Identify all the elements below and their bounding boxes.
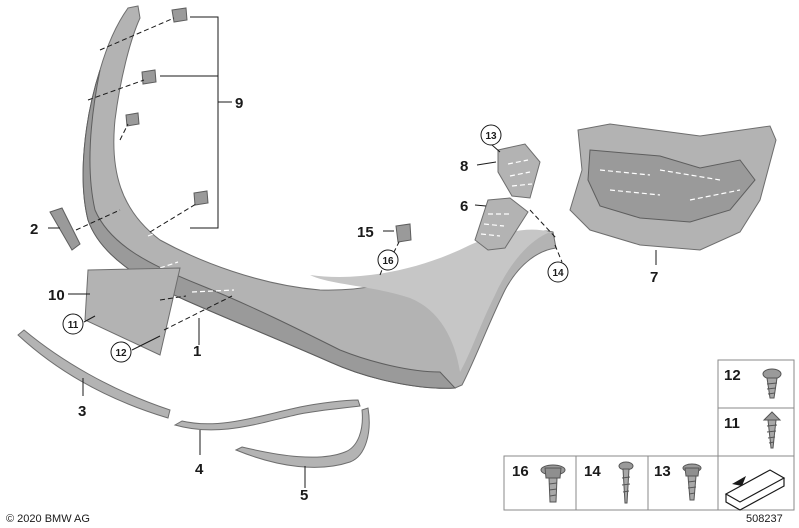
carrier-bracket [569, 123, 777, 251]
callout-12: 12 [115, 348, 127, 359]
diagram-id: 508237 [746, 513, 783, 525]
callout-16: 16 [382, 256, 394, 267]
trim-strip-left [17, 329, 171, 419]
callout-3: 3 [78, 403, 86, 420]
clip-top [171, 7, 188, 23]
screw-16-icon [540, 464, 566, 503]
clip-mid [125, 112, 140, 127]
callout-14: 14 [552, 268, 564, 279]
table-cell-14 [575, 455, 649, 511]
callout-10: 10 [48, 287, 65, 304]
callout-13-circle: 13 [480, 124, 502, 146]
mounting-clips [87, 7, 209, 233]
screw-14-icon [618, 461, 634, 504]
trim-strip-corner [234, 407, 370, 468]
callout-4: 4 [195, 461, 204, 478]
bumper-trim-panel [82, 5, 557, 389]
callout-5: 5 [300, 487, 308, 504]
table-label-16: 16 [512, 463, 529, 480]
callout-7: 7 [650, 269, 658, 286]
trim-strip-lower [173, 399, 361, 431]
air-duct-lower [474, 197, 529, 251]
callout-9: 9 [235, 95, 243, 112]
callout-11-circle: 11 [62, 313, 84, 335]
screw-12-icon [762, 368, 782, 399]
direction-arrow-icon [724, 469, 786, 511]
table-label-13: 13 [654, 463, 671, 480]
callout-11: 11 [68, 320, 79, 331]
table-cell-13 [647, 455, 719, 511]
callout-14-circle: 14 [547, 261, 569, 283]
side-reflector [49, 207, 81, 251]
callout-15: 15 [357, 224, 374, 241]
table-label-14: 14 [584, 463, 601, 480]
copyright-text: © 2020 BMW AG [6, 513, 90, 525]
screw-13-icon [682, 463, 702, 501]
table-label-12: 12 [724, 367, 741, 384]
callout-6: 6 [460, 198, 468, 215]
callout-12-circle: 12 [110, 341, 132, 363]
callout-8: 8 [460, 158, 468, 175]
small-clip [395, 223, 412, 243]
table-cell-16 [503, 455, 577, 511]
callout-2: 2 [30, 221, 38, 238]
screw-11-icon [762, 411, 782, 449]
clip-lower [193, 190, 209, 206]
callout-13: 13 [485, 131, 497, 142]
table-label-11: 11 [724, 415, 740, 432]
table-cell-11 [717, 407, 795, 457]
licence-plate-base [84, 267, 181, 356]
air-duct-upper [497, 143, 541, 199]
callout-16-circle: 16 [377, 249, 399, 271]
fastener-table: 12 11 16 14 13 [503, 359, 795, 511]
clip-upper-mid [141, 69, 157, 85]
callout-1: 1 [193, 343, 201, 360]
